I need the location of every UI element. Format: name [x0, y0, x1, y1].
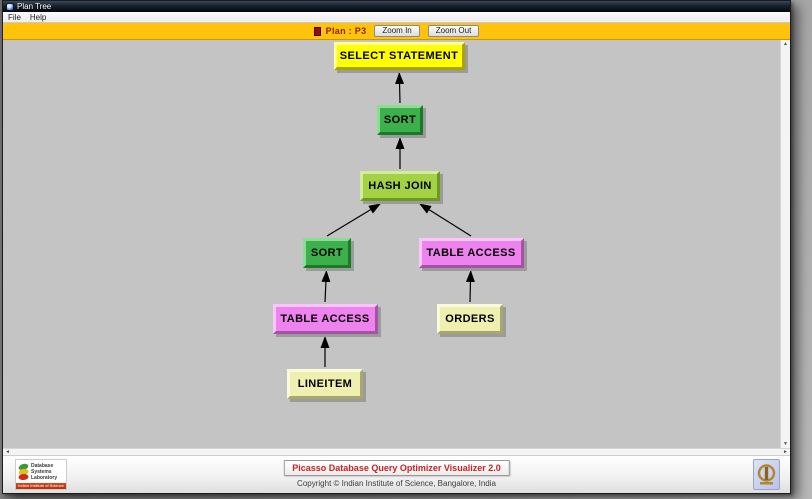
toolbar: Plan : P3 Zoom In Zoom Out	[3, 23, 790, 40]
scroll-right-icon[interactable]: ►	[783, 449, 788, 455]
dsl-logo: Database Systems Laboratory Indian Insti…	[15, 459, 67, 490]
iisc-emblem	[753, 459, 780, 490]
edge-sort-1-to-select-statement	[395, 72, 405, 104]
plan-edges	[320, 72, 475, 367]
edge-orders-to-table-access-1	[465, 270, 475, 303]
menu-file[interactable]: File	[8, 12, 21, 22]
vertical-scrollbar[interactable]: ▲ ▼	[780, 40, 790, 448]
status-center: Picasso Database Query Optimizer Visuali…	[283, 460, 510, 488]
dsl-logo-banner: Indian Institute of Science	[16, 483, 66, 489]
plan-node-sort-1[interactable]: SORT	[377, 105, 423, 135]
edge-sort-2-to-hash-join	[326, 203, 381, 237]
zoom-in-button[interactable]: Zoom In	[374, 25, 420, 37]
java-icon	[6, 2, 14, 11]
plan-node-select-statement[interactable]: SELECT STATEMENT	[333, 42, 465, 70]
window-title: Plan Tree	[17, 1, 52, 11]
edge-table-access-2-to-sort-2	[321, 270, 331, 303]
plan-node-sort-2[interactable]: SORT	[303, 238, 351, 268]
statusbar: Database Systems Laboratory Indian Insti…	[3, 456, 790, 493]
menubar: File Help	[3, 12, 790, 23]
plan-node-table-access-2[interactable]: TABLE ACCESS	[272, 304, 378, 334]
scroll-left-icon[interactable]: ◄	[5, 449, 10, 455]
iisc-emblem-icon	[757, 464, 776, 485]
zoom-out-button[interactable]: Zoom Out	[427, 25, 480, 37]
dsl-logo-line2: Systems	[31, 468, 52, 475]
plan-node-orders[interactable]: ORDERS	[437, 304, 503, 334]
plan-label: Plan : P3	[325, 26, 367, 36]
plan-color-swatch	[313, 26, 321, 36]
copyright-text: Copyright © Indian Institute of Science,…	[297, 479, 496, 488]
plan-node-lineitem[interactable]: LINEITEM	[287, 369, 363, 399]
titlebar[interactable]: Plan Tree	[3, 1, 790, 12]
dsl-logo-line3: Laboratory	[31, 474, 58, 481]
plan-node-table-access-1[interactable]: TABLE ACCESS	[418, 238, 524, 268]
app-title: Picasso Database Query Optimizer Visuali…	[283, 460, 510, 476]
dsl-logo-line1: Database	[31, 462, 54, 469]
edge-table-access-1-to-hash-join	[419, 203, 472, 237]
dsl-leaves-icon	[18, 463, 29, 480]
plan-tree-window: Plan Tree File Help Plan : P3 Zoom In Zo…	[2, 0, 791, 494]
scroll-up-icon[interactable]: ▲	[783, 41, 788, 47]
content-area: SELECT STATEMENT SORT HASH JOIN SORT TABLE A…	[3, 40, 790, 448]
horizontal-scrollbar[interactable]: ◄ ►	[3, 448, 790, 456]
plan-canvas: SELECT STATEMENT SORT HASH JOIN SORT TABLE A…	[3, 40, 780, 448]
plan-node-hash-join[interactable]: HASH JOIN	[360, 171, 440, 201]
menu-help[interactable]: Help	[29, 12, 47, 22]
scroll-down-icon[interactable]: ▼	[783, 441, 788, 447]
